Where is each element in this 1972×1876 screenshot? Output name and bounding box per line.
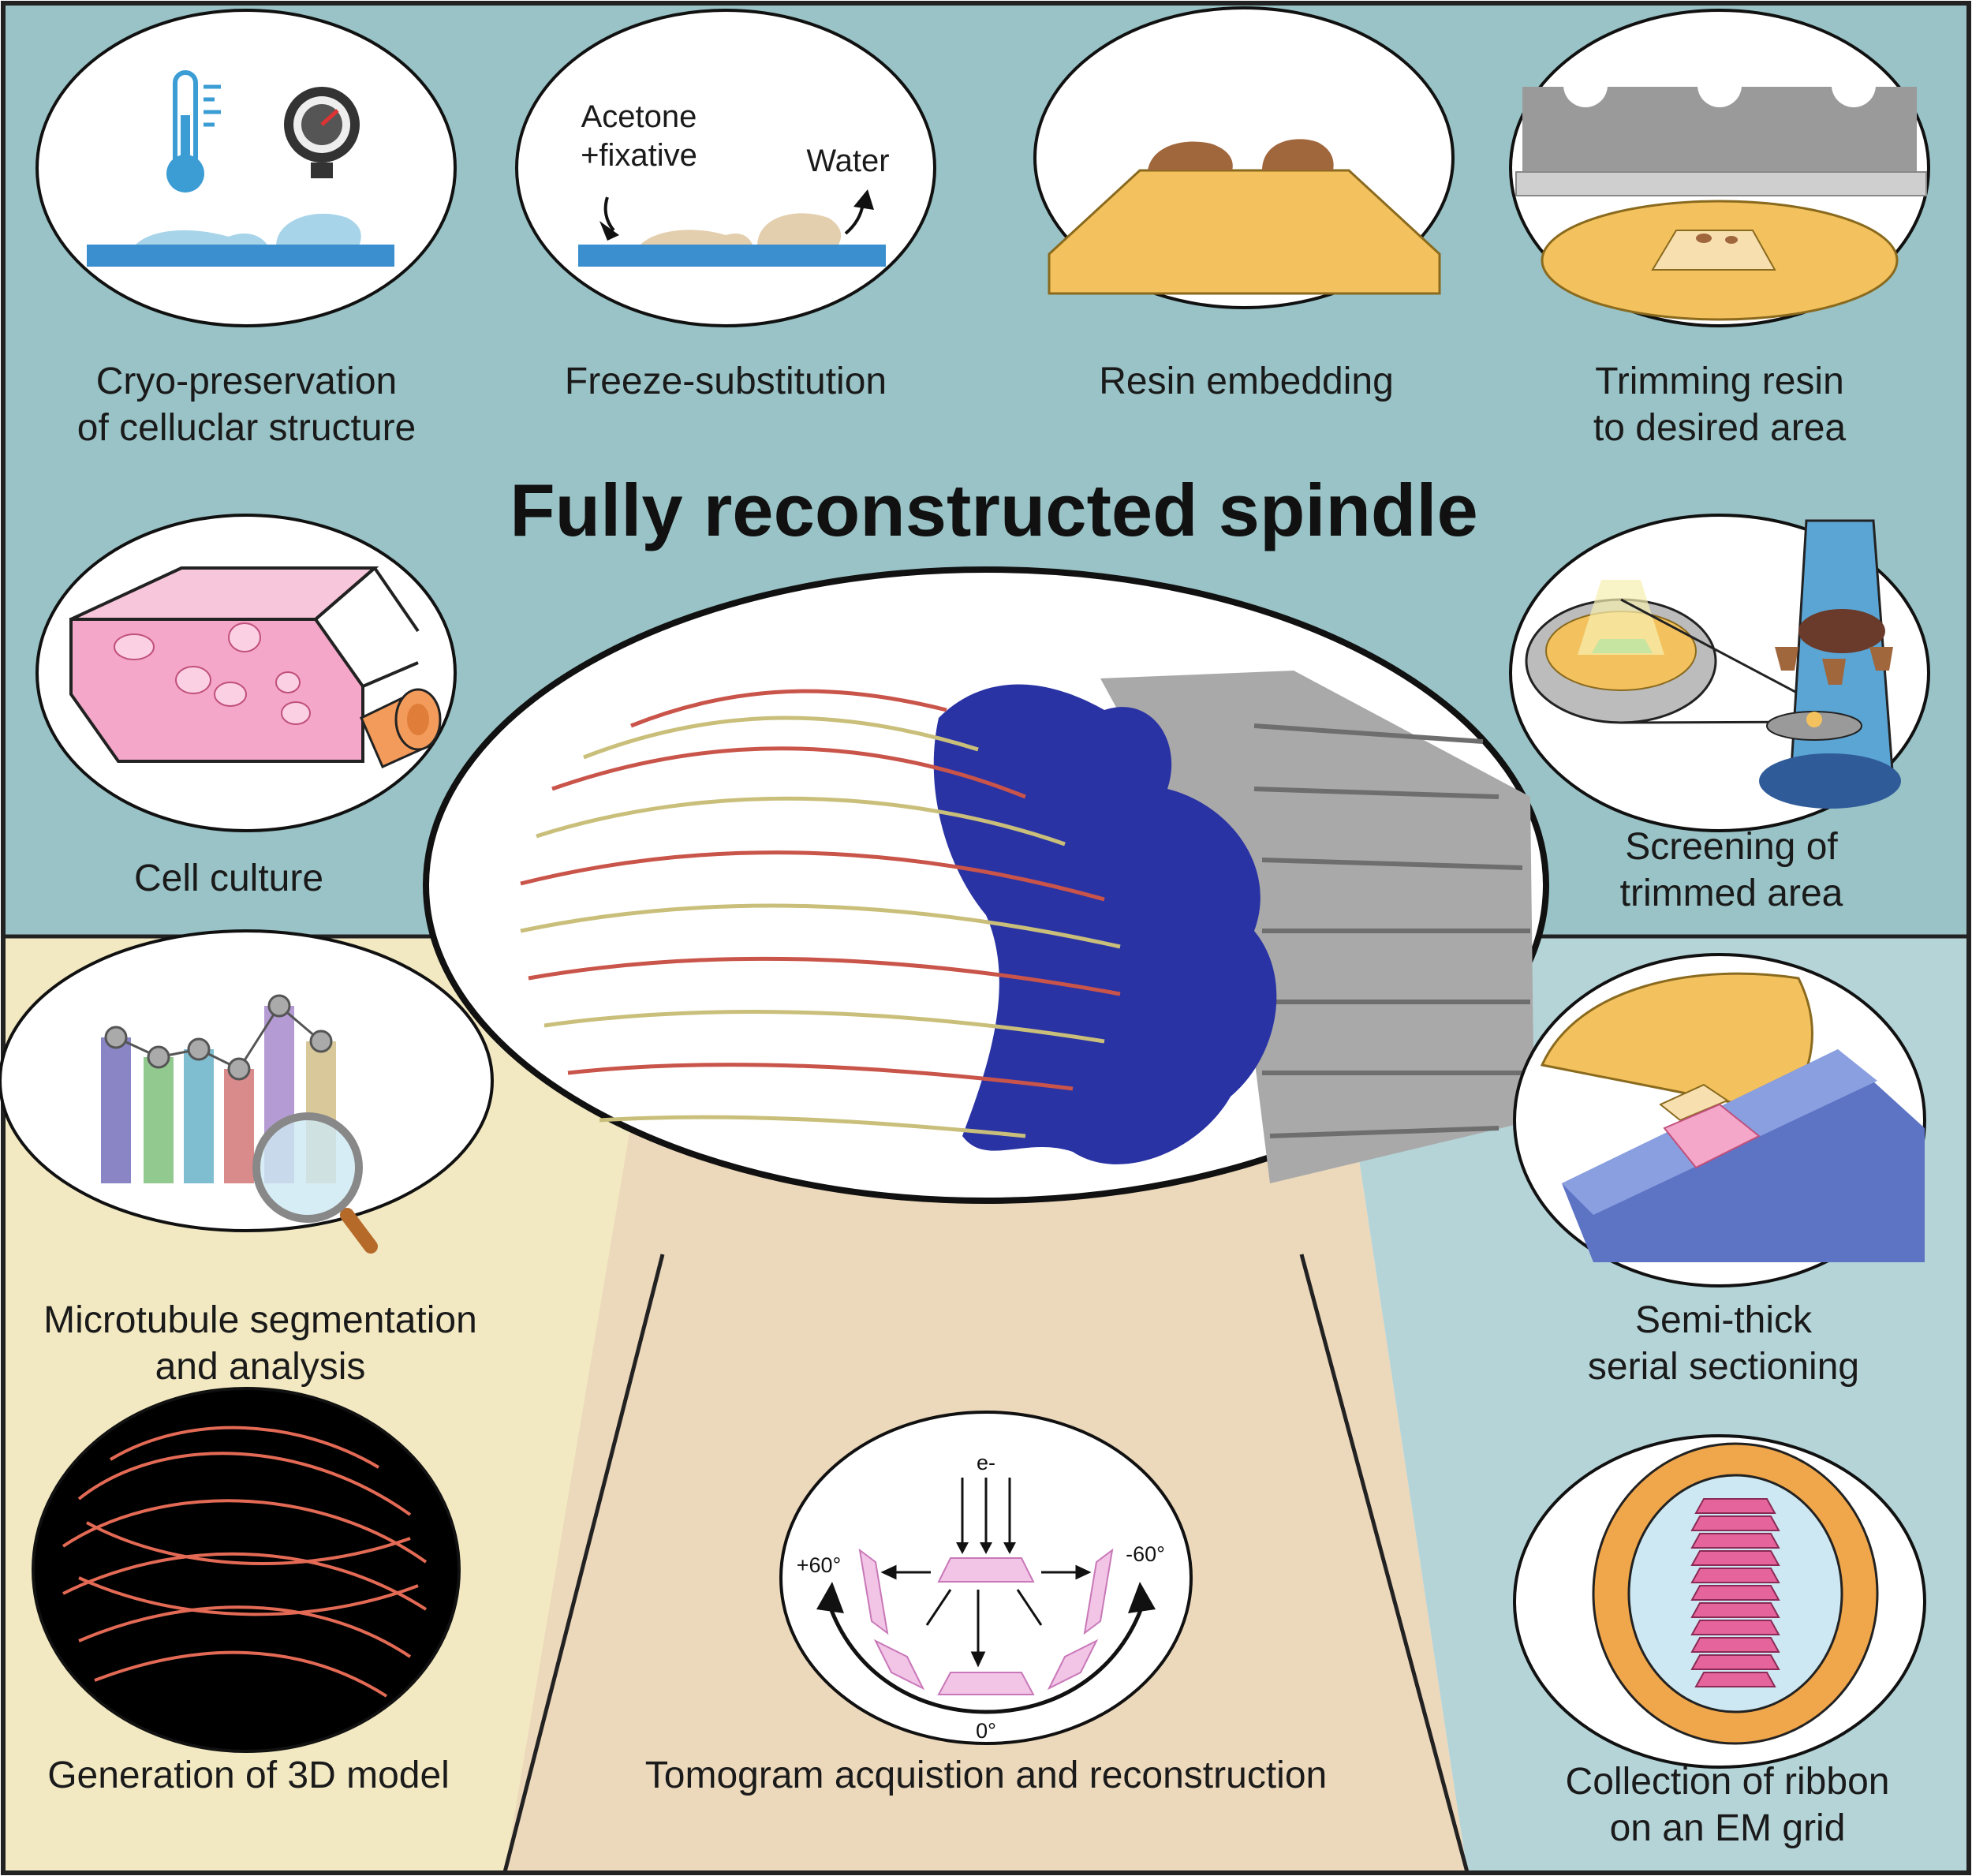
- cryo-caption-line1: Cryo-preservation: [95, 361, 398, 402]
- spindle-reconstruction-image: [423, 566, 1549, 1204]
- thermometer-icon: [166, 70, 221, 192]
- figure-title: Fully reconstructed spindle: [510, 469, 1478, 551]
- ribbon-caption-line2: on an EM grid: [1609, 1807, 1846, 1849]
- cryo-caption: Cryo-preservation of celluclar structure: [24, 359, 469, 451]
- sectioning-caption: Semi-thick serial sectioning: [1554, 1298, 1893, 1390]
- segmentation-caption: Microtubule segmentation and analysis: [12, 1298, 509, 1390]
- ribbon-caption: Collection of ribbon on an EM grid: [1526, 1759, 1929, 1852]
- cryo-preservation-illustration: [35, 9, 457, 327]
- culture-caption: Cell culture: [133, 858, 324, 899]
- angle-zero-label: 0°: [976, 1719, 996, 1743]
- tomogram-caption: Tomogram acquistion and reconstruction: [644, 1755, 1328, 1796]
- segmentation-analysis-illustration: [0, 929, 494, 1254]
- pressure-gauge-icon: [284, 87, 360, 178]
- ribbon-caption-line1: Collection of ribbon: [1565, 1761, 1890, 1803]
- freeze-caption: Freeze-substitution: [564, 361, 887, 402]
- electron-label: e-: [976, 1451, 995, 1474]
- resin-embedding-illustration: [1033, 6, 1455, 309]
- tomogram-illustration: [779, 1411, 1193, 1745]
- segmentation-caption-line2: and analysis: [155, 1345, 366, 1388]
- panel-divider-right: [1299, 1254, 1470, 1873]
- model-caption: Generation of 3D model: [47, 1755, 450, 1796]
- trimming-caption-line1: Trimming resin: [1595, 361, 1844, 402]
- flask-cap-icon: [360, 688, 442, 768]
- 3d-model-illustration: [32, 1387, 461, 1753]
- water-label: Water: [806, 144, 890, 178]
- sectioning-caption-line1: Semi-thick: [1634, 1299, 1813, 1341]
- angle-plus-60-label: +60°: [796, 1553, 842, 1577]
- acetone-label: Acetone +fixative: [556, 98, 722, 175]
- screening-caption: Screening of trimmed area: [1574, 824, 1889, 917]
- cryo-caption-line2: of celluclar structure: [77, 406, 416, 449]
- angle-minus-60-label: -60°: [1126, 1542, 1165, 1566]
- resin-caption: Resin embedding: [1099, 361, 1394, 402]
- serial-sectioning-illustration: [1513, 953, 1926, 1287]
- acetone-label-line2: +fixative: [581, 137, 697, 173]
- segmentation-caption-line1: Microtubule segmentation: [43, 1299, 477, 1341]
- trimming-caption: Trimming resin to desired area: [1530, 359, 1909, 451]
- sectioning-caption-line2: serial sectioning: [1587, 1345, 1860, 1388]
- em-grid-ribbon-illustration: [1513, 1434, 1926, 1769]
- screening-caption-line2: trimmed area: [1619, 872, 1843, 914]
- acetone-label-line1: Acetone: [581, 99, 697, 134]
- trimming-resin-illustration: [1509, 9, 1930, 327]
- cell-culture-illustration: [35, 514, 457, 832]
- panel-divider-left: [502, 1254, 665, 1873]
- magnifying-glass-icon: [252, 1112, 378, 1254]
- trimming-caption-line2: to desired area: [1593, 406, 1847, 449]
- freeze-substitution-illustration: [515, 9, 936, 327]
- screening-caption-line1: Screening of: [1625, 826, 1838, 868]
- screening-illustration: [1509, 514, 1930, 832]
